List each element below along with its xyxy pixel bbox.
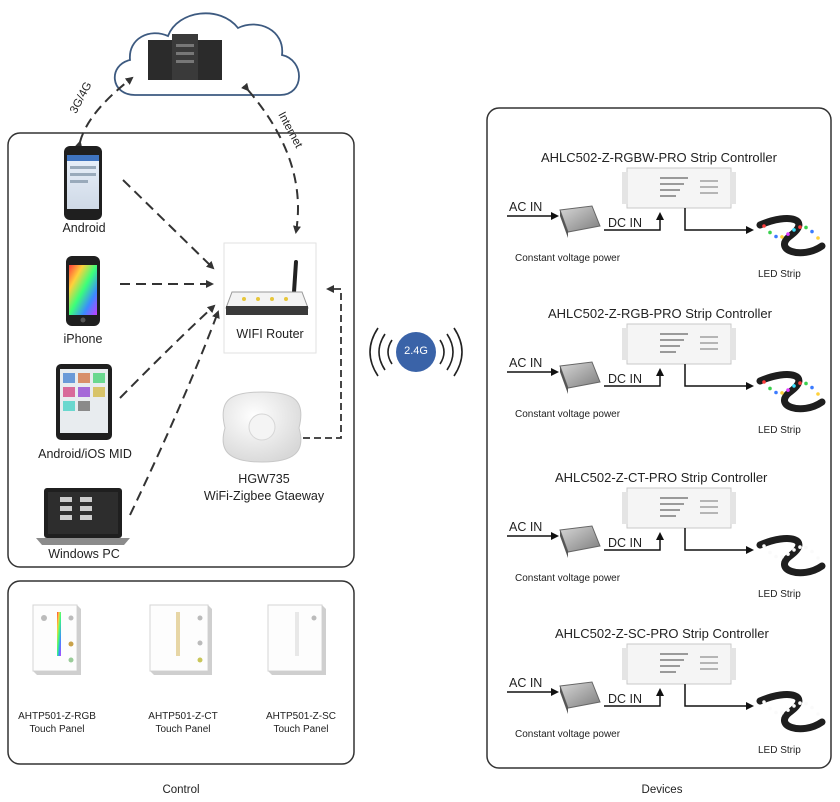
- devices-panel: [486, 107, 832, 769]
- controller-title: AHLC502-Z-SC-PRO Strip Controller: [555, 626, 769, 641]
- gateway-to-router-arrow: [303, 285, 342, 439]
- dc-in-arrow: [604, 688, 664, 707]
- laptop-icon: [36, 488, 130, 545]
- power-label: Constant voltage power: [515, 729, 621, 740]
- radio-badge: [396, 332, 436, 372]
- iphone-label: iPhone: [63, 332, 103, 346]
- led-strip-label: LED Strip: [758, 425, 801, 436]
- touch-panel-ct-icon: [149, 604, 212, 675]
- output-arrow: [684, 208, 754, 234]
- controller-box-icon: [622, 323, 736, 365]
- led-strip-icon: [756, 535, 826, 577]
- dc-in-arrow: [604, 532, 664, 551]
- mid-label: Android/iOS MID: [38, 447, 132, 461]
- touch-panel-panel: [7, 580, 355, 765]
- dc-in-label: DC IN: [608, 692, 643, 706]
- radio-label: 2.4G: [404, 345, 428, 357]
- devices-caption: Devices: [641, 784, 683, 796]
- power-supply-icon: [559, 361, 601, 394]
- touch-panel-rgb-icon: [32, 604, 81, 675]
- led-strip-label: LED Strip: [758, 589, 801, 600]
- panel-rgb-type: Touch Panel: [29, 724, 85, 735]
- led-strip-label: LED Strip: [758, 269, 801, 280]
- controller-row-graphic: [507, 167, 826, 257]
- output-arrow: [684, 684, 754, 710]
- power-supply-icon: [559, 681, 601, 714]
- ac-in-label: AC IN: [509, 676, 543, 690]
- internet-link-arrow: [241, 82, 301, 234]
- panel-ct-model: AHTP501-Z-CT: [148, 711, 218, 722]
- mobile-link-arrow: [74, 76, 134, 149]
- led-strip-icon: [756, 371, 826, 413]
- pc-to-router-arrow: [129, 310, 220, 516]
- android-phone-icon: [64, 146, 102, 220]
- controller-row-graphic: [507, 643, 826, 733]
- controller-row-graphic: [507, 323, 826, 413]
- pc-label: Windows PC: [48, 547, 120, 561]
- power-label: Constant voltage power: [515, 409, 621, 420]
- ac-in-label: AC IN: [509, 200, 543, 214]
- controller-title: AHLC502-Z-CT-PRO Strip Controller: [555, 470, 768, 485]
- dc-in-label: DC IN: [608, 536, 643, 550]
- android-label: Android: [62, 221, 106, 235]
- output-arrow: [684, 528, 754, 554]
- router-label: WIFI Router: [236, 327, 304, 341]
- control-network-panel: [7, 132, 355, 568]
- controller-box-icon: [622, 167, 736, 209]
- ac-in-label: AC IN: [509, 356, 543, 370]
- led-strip-icon: [756, 215, 826, 257]
- ac-in-label: AC IN: [509, 520, 543, 534]
- gateway-desc-label: WiFi-Zigbee Gtaeway: [203, 489, 325, 503]
- panel-sc-model: AHTP501-Z-SC: [265, 711, 337, 722]
- iphone-icon: [66, 256, 100, 326]
- dc-in-label: DC IN: [608, 216, 643, 230]
- android-to-router-arrow: [122, 179, 215, 270]
- gateway-icon: [222, 391, 302, 463]
- tablet-to-router-arrow: [119, 304, 216, 399]
- dc-in-arrow: [604, 212, 664, 231]
- control-caption: Control: [162, 784, 200, 796]
- panel-rgb-model: AHTP501-Z-RGB: [18, 711, 96, 722]
- router-icon: [225, 260, 309, 315]
- power-supply-icon: [559, 205, 601, 238]
- output-arrow: [684, 364, 754, 390]
- panel-sc-type: Touch Panel: [273, 724, 329, 735]
- power-label: Constant voltage power: [515, 253, 621, 264]
- controller-box-icon: [622, 643, 736, 685]
- radio-wave-icon: [369, 327, 463, 377]
- gateway-model-label: HGW735: [238, 472, 290, 486]
- touch-panel-sc-icon: [267, 604, 326, 675]
- led-strip-label: LED Strip: [758, 745, 801, 756]
- led-strip-icon: [756, 691, 826, 733]
- dc-in-label: DC IN: [608, 372, 643, 386]
- controller-title: AHLC502-Z-RGB-PRO Strip Controller: [548, 306, 772, 321]
- tablet-icon: [56, 364, 112, 440]
- power-supply-icon: [559, 525, 601, 558]
- power-label: Constant voltage power: [515, 573, 621, 584]
- panel-ct-type: Touch Panel: [155, 724, 211, 735]
- controller-row-graphic: [507, 487, 826, 577]
- controller-box-icon: [622, 487, 736, 529]
- controller-title: AHLC502-Z-RGBW-PRO Strip Controller: [541, 150, 777, 165]
- dc-in-arrow: [604, 368, 664, 387]
- server-icon: [148, 34, 222, 80]
